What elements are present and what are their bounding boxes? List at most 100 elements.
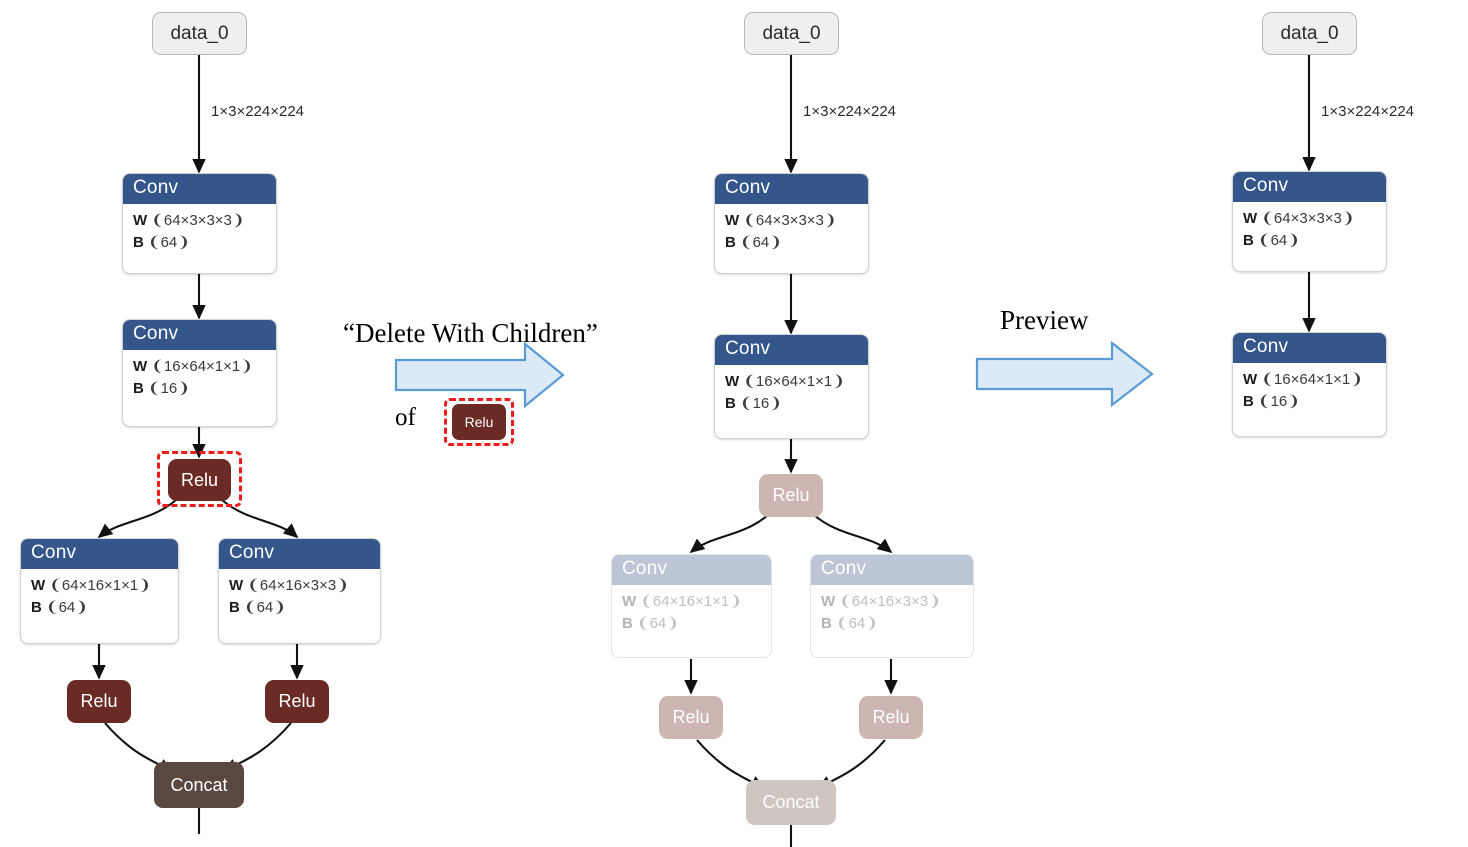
node-label: Relu (772, 485, 810, 505)
annotation-preview: Preview (1000, 305, 1089, 335)
node-label: Relu (672, 707, 710, 727)
node-label: data_0 (170, 22, 229, 44)
node-conv-left-ghost-preview[interactable]: Conv W ❨64×16×1×1❩ B ❨64❩ (611, 554, 772, 658)
node-label: Relu (80, 691, 118, 711)
node-label: Relu (872, 707, 910, 727)
node-attrs: W ❨64×3×3×3❩ B ❨64❩ (1233, 201, 1386, 259)
attr-val-w: ❨16×64×1×1❩ (1261, 370, 1363, 388)
node-title: Conv (219, 539, 380, 569)
node-data-0-after[interactable]: data_0 (1262, 12, 1357, 55)
node-attrs: W ❨64×16×1×1❩ B ❨64❩ (21, 568, 178, 626)
attr-val-b: ❨64❩ (46, 598, 88, 616)
node-concat-before[interactable]: Concat (154, 762, 244, 808)
attr-val-b: ❨64❩ (244, 598, 286, 616)
attr-val-b: ❨16❩ (1258, 392, 1300, 410)
selection-ring-relu-inline (444, 398, 514, 446)
node-relu-ghost-preview[interactable]: Relu (759, 474, 823, 517)
node-attrs: W ❨64×16×1×1❩ B ❨64❩ (612, 584, 771, 642)
node-label: Relu (278, 691, 316, 711)
node-title: Conv (715, 335, 868, 365)
annotation-relu-chip: Relu (452, 404, 506, 440)
attr-key-w: W (821, 592, 836, 610)
node-concat-ghost-preview[interactable]: Concat (746, 780, 836, 825)
delete-with-children-arrow (394, 341, 565, 409)
node-attrs: W ❨16×64×1×1❩ B ❨16❩ (123, 349, 276, 407)
attr-key-b: B (622, 614, 633, 632)
attr-val-w: ❨64×16×3×3❩ (247, 576, 349, 594)
attr-key-w: W (133, 211, 148, 229)
node-conv2-preview[interactable]: Conv W ❨16×64×1×1❩ B ❨16❩ (714, 334, 869, 439)
attr-key-b: B (821, 614, 832, 632)
attr-key-w: W (31, 576, 46, 594)
attr-key-b: B (1243, 392, 1254, 410)
node-title: Conv (715, 174, 868, 204)
node-attrs: W ❨64×3×3×3❩ B ❨64❩ (715, 203, 868, 261)
attr-val-b: ❨64❩ (836, 614, 878, 632)
selection-ring-relu (157, 451, 242, 507)
node-relu-right-ghost-preview[interactable]: Relu (859, 696, 923, 739)
node-conv-right-before[interactable]: Conv W ❨64×16×3×3❩ B ❨64❩ (218, 538, 381, 644)
attr-val-b: ❨16❩ (740, 394, 782, 412)
attr-val-b: ❨64❩ (148, 233, 190, 251)
node-attrs: W ❨64×16×3×3❩ B ❨64❩ (219, 568, 380, 626)
node-attrs: W ❨64×16×3×3❩ B ❨64❩ (811, 584, 973, 642)
edge-label-input-after: 1×3×224×224 (1321, 103, 1415, 120)
node-label: Concat (762, 792, 820, 812)
attr-val-w: ❨64×16×1×1❩ (49, 576, 151, 594)
attr-val-w: ❨64×3×3×3❩ (151, 211, 245, 229)
node-label: Concat (170, 774, 228, 795)
node-attrs: W ❨16×64×1×1❩ B ❨16❩ (1233, 362, 1386, 420)
node-title: Conv (123, 320, 276, 350)
node-title: Conv (1233, 333, 1386, 363)
node-attrs: W ❨16×64×1×1❩ B ❨16❩ (715, 364, 868, 422)
node-conv-right-ghost-preview[interactable]: Conv W ❨64×16×3×3❩ B ❨64❩ (810, 554, 974, 658)
node-title: Conv (1233, 172, 1386, 202)
attr-val-w: ❨64×16×3×3❩ (839, 592, 941, 610)
attr-val-w: ❨64×16×1×1❩ (640, 592, 742, 610)
attr-key-w: W (725, 211, 740, 229)
attr-key-b: B (133, 233, 144, 251)
attr-val-b: ❨64❩ (1258, 231, 1300, 249)
preview-arrow (975, 340, 1154, 408)
node-relu-left-ghost-preview[interactable]: Relu (659, 696, 723, 739)
attr-key-w: W (133, 357, 148, 375)
attr-val-b: ❨16❩ (148, 379, 190, 397)
attr-val-w: ❨16×64×1×1❩ (743, 372, 845, 390)
node-title: Conv (21, 539, 178, 569)
node-data-0-preview[interactable]: data_0 (744, 12, 839, 55)
node-conv1-before[interactable]: Conv W ❨64×3×3×3❩ B ❨64❩ (122, 173, 277, 274)
node-conv1-after[interactable]: Conv W ❨64×3×3×3❩ B ❨64❩ (1232, 171, 1387, 272)
node-title: Conv (123, 174, 276, 204)
node-conv2-after[interactable]: Conv W ❨16×64×1×1❩ B ❨16❩ (1232, 332, 1387, 437)
attr-val-w: ❨64×3×3×3❩ (743, 211, 837, 229)
node-label: Relu (180, 469, 219, 490)
node-conv-left-before[interactable]: Conv W ❨64×16×1×1❩ B ❨64❩ (20, 538, 179, 644)
node-relu-selected-before[interactable]: Relu (168, 459, 231, 501)
attr-key-w: W (1243, 370, 1258, 388)
attr-key-b: B (31, 598, 42, 616)
attr-key-w: W (1243, 209, 1258, 227)
attr-val-w: ❨16×64×1×1❩ (151, 357, 253, 375)
attr-key-b: B (133, 379, 144, 397)
node-relu-left-before[interactable]: Relu (67, 680, 131, 723)
node-conv1-preview[interactable]: Conv W ❨64×3×3×3❩ B ❨64❩ (714, 173, 869, 274)
node-title: Conv (811, 555, 973, 585)
attr-val-b: ❨64❩ (740, 233, 782, 251)
node-conv2-before[interactable]: Conv W ❨16×64×1×1❩ B ❨16❩ (122, 319, 277, 427)
edge-label-input-before: 1×3×224×224 (211, 103, 305, 120)
node-attrs: W ❨64×3×3×3❩ B ❨64❩ (123, 203, 276, 261)
attr-val-b: ❨64❩ (637, 614, 679, 632)
node-data-0-before[interactable]: data_0 (152, 12, 247, 55)
node-relu-right-before[interactable]: Relu (265, 680, 329, 723)
edge-label-input-preview: 1×3×224×224 (803, 103, 897, 120)
attr-val-w: ❨64×3×3×3❩ (1261, 209, 1355, 227)
annotation-delete-with-children: “Delete With Children” (343, 318, 598, 348)
attr-key-w: W (229, 576, 244, 594)
node-title: Conv (612, 555, 771, 585)
attr-key-w: W (725, 372, 740, 390)
node-label: data_0 (1280, 22, 1339, 44)
attr-key-w: W (622, 592, 637, 610)
attr-key-b: B (1243, 231, 1254, 249)
node-label: data_0 (762, 22, 821, 44)
